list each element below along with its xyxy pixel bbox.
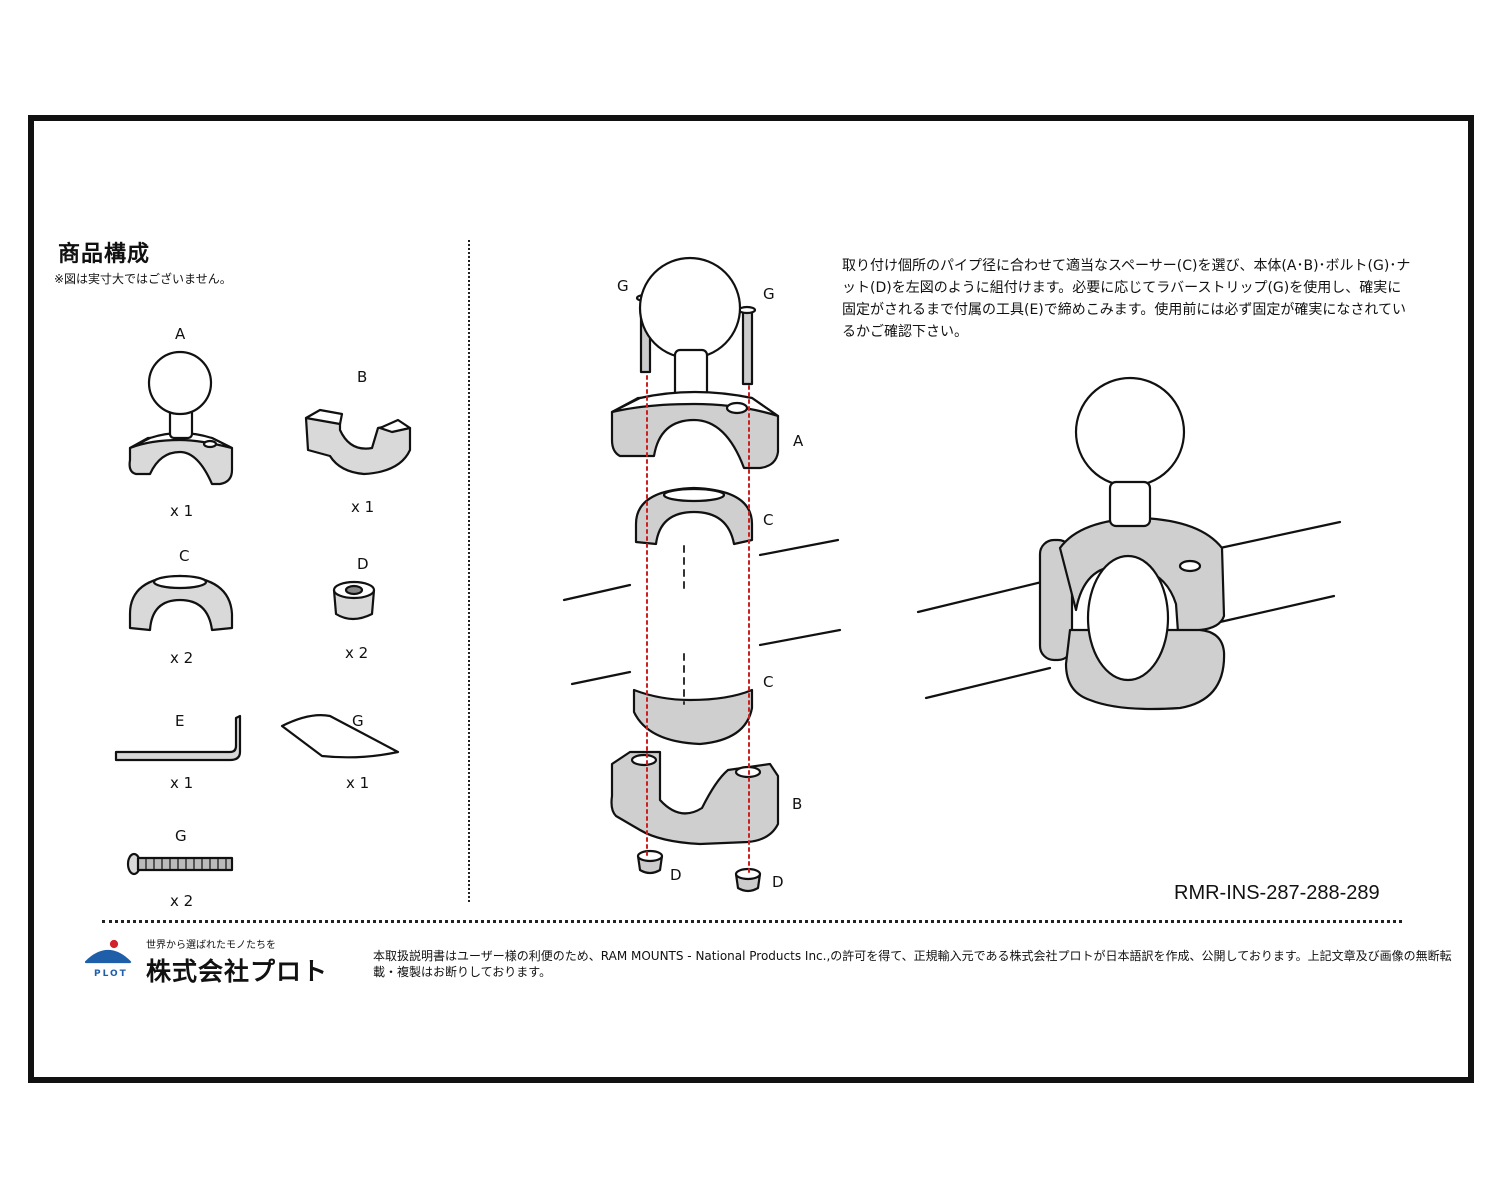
page-frame xyxy=(28,115,1474,1083)
horizontal-dotted-divider xyxy=(102,920,1402,923)
component-qty-e: x 1 xyxy=(170,774,194,792)
assembly-label-c-lower: C xyxy=(763,673,774,691)
assembly-guide-lines xyxy=(646,375,750,875)
part-e-hex-key-icon xyxy=(114,714,242,762)
component-label-d: D xyxy=(357,555,369,573)
assembly-pipe-icon xyxy=(562,538,842,686)
assembly-instructions: 取り付け個所のパイプ径に合わせて適当なスペーサー(C)を選び、本体(A･B)･ボ… xyxy=(842,258,1411,340)
component-qty-b: x 1 xyxy=(351,498,375,516)
assembly-nut-right-icon xyxy=(734,867,762,893)
copyright-notice: 本取扱説明書はユーザー様の利便のため、RAM MOUNTS - National… xyxy=(373,949,1452,979)
plot-logo-text: PLOT xyxy=(94,969,128,979)
part-d-nut-icon xyxy=(332,580,376,621)
assembly-part-a-icon xyxy=(610,256,780,470)
assembly-bolt-right-icon xyxy=(737,305,757,386)
assembly-label-d-right: D xyxy=(772,873,784,891)
company-name: 株式会社プロト xyxy=(146,957,329,986)
vertical-dotted-divider xyxy=(468,240,470,902)
assembly-nut-left-icon xyxy=(636,849,664,875)
component-label-c: C xyxy=(179,547,190,565)
component-label-b: B xyxy=(357,368,368,386)
part-a-ball-base-icon xyxy=(128,350,234,486)
component-qty-d: x 2 xyxy=(345,644,369,662)
company-slogan: 世界から選ばれたモノたちを xyxy=(146,940,276,951)
component-label-a: A xyxy=(175,325,186,343)
component-qty-bolt: x 2 xyxy=(170,892,194,910)
assembly-label-g-left: G xyxy=(617,277,629,295)
part-g-bolt-icon xyxy=(126,852,234,876)
component-qty-strip: x 1 xyxy=(346,774,370,792)
component-qty-a: x 1 xyxy=(170,502,194,520)
component-label-e: E xyxy=(175,712,185,730)
model-number: RMR-INS-287-288-289 xyxy=(1174,882,1380,904)
scale-note: ※図は実寸大ではございません。 xyxy=(54,272,232,286)
assembly-spacer-lower-icon xyxy=(632,688,754,746)
component-label-bolt: G xyxy=(175,827,187,845)
assembly-part-b-icon xyxy=(610,750,780,846)
assembly-label-a: A xyxy=(793,432,804,450)
assembly-spacer-upper-icon xyxy=(634,486,754,546)
part-b-lower-saddle-icon xyxy=(304,408,412,476)
component-label-strip: G xyxy=(352,712,364,730)
part-g-rubber-strip-icon xyxy=(280,714,400,759)
assembled-mount-icon xyxy=(916,376,1342,711)
part-c-spacer-icon xyxy=(128,574,234,632)
assembly-label-d-left: D xyxy=(670,866,682,884)
assembly-label-g-right: G xyxy=(763,285,775,303)
component-qty-c: x 2 xyxy=(170,649,194,667)
components-title: 商品構成 xyxy=(58,242,151,267)
plot-logo-icon xyxy=(84,939,132,964)
assembly-label-b: B xyxy=(792,795,803,813)
assembly-label-c-upper: C xyxy=(763,511,774,529)
